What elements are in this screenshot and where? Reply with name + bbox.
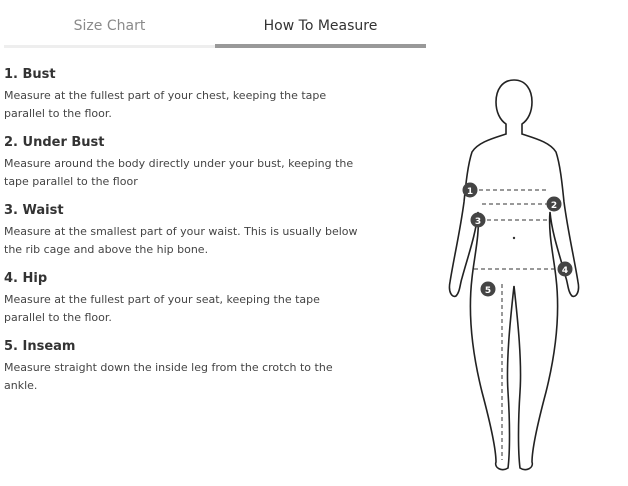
section-title: 5. Inseam — [4, 339, 76, 354]
section-hip: 4. Hip Measure at the fullest part of yo… — [4, 270, 364, 326]
section-text: Measure at the fullest part of your seat… — [4, 293, 320, 324]
section-text: Measure straight down the inside leg fro… — [4, 361, 333, 392]
section-text: Measure at the fullest part of your ches… — [4, 89, 327, 120]
svg-text:2: 2 — [551, 201, 557, 211]
tab-how-to-measure[interactable]: How To Measure — [215, 0, 426, 48]
marker-waist: 3 — [470, 212, 486, 228]
section-text: Measure around the body directly under y… — [4, 157, 354, 188]
section-title: 1. Bust — [4, 67, 56, 82]
navel-dot — [512, 236, 516, 240]
marker-bust: 1 — [462, 182, 478, 198]
section-waist: 3. Waist Measure at the smallest part of… — [4, 202, 364, 258]
body-measurement-figure: 1 2 3 4 5 — [448, 79, 580, 471]
marker-hip: 4 — [557, 261, 573, 277]
section-bust: 1. Bust Measure at the fullest part of y… — [4, 66, 364, 122]
tab-bar: Size Chart How To Measure — [4, 0, 426, 48]
svg-text:3: 3 — [475, 217, 481, 227]
svg-text:5: 5 — [485, 286, 491, 296]
section-text: Measure at the smallest part of your wai… — [4, 225, 358, 256]
section-inseam: 5. Inseam Measure straight down the insi… — [4, 338, 364, 394]
section-under-bust: 2. Under Bust Measure around the body di… — [4, 134, 364, 190]
tab-size-chart[interactable]: Size Chart — [4, 0, 215, 48]
section-title: 2. Under Bust — [4, 135, 105, 150]
svg-text:4: 4 — [562, 266, 568, 276]
section-title: 3. Waist — [4, 203, 64, 218]
section-title: 4. Hip — [4, 271, 48, 286]
marker-inseam: 5 — [480, 281, 496, 297]
marker-under-bust: 2 — [546, 196, 562, 212]
measure-instructions: 1. Bust Measure at the fullest part of y… — [4, 66, 364, 406]
svg-text:1: 1 — [467, 187, 473, 197]
body-outline — [448, 79, 580, 471]
